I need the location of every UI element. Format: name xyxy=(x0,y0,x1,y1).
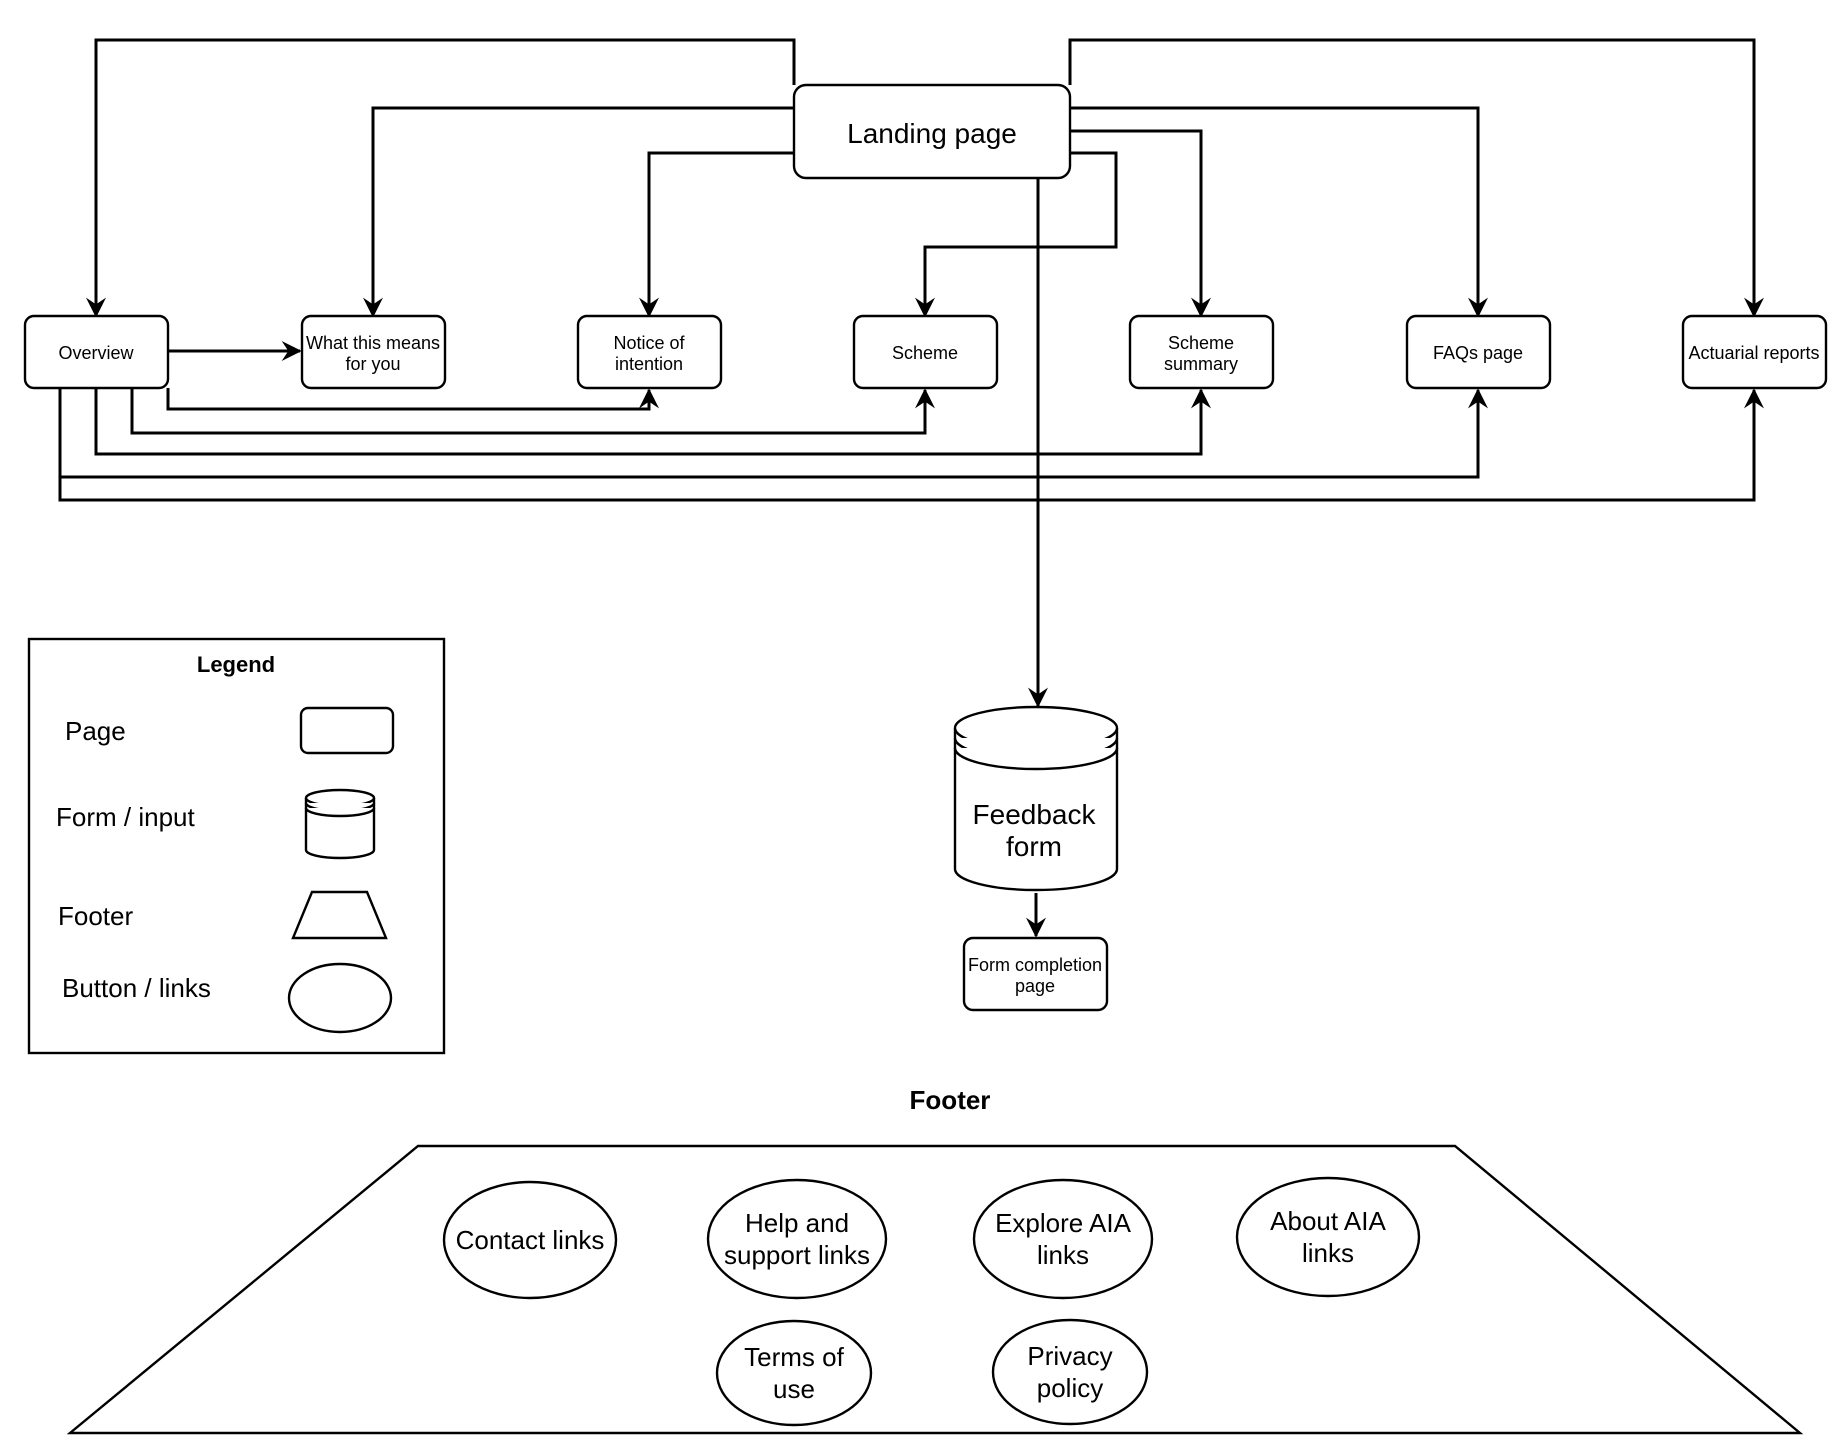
legend-form-label: Form / input xyxy=(56,802,195,832)
node-landing-page[interactable]: Landing page xyxy=(792,83,1072,180)
notice-label-line2: intention xyxy=(615,354,683,374)
what-means-label-line1: What this means xyxy=(306,333,440,353)
footer: Footer Contact links Help and support li… xyxy=(66,1085,1804,1435)
edge-landing-overview xyxy=(86,38,796,318)
node-notice-of-intention[interactable]: Notice of intention xyxy=(576,314,723,390)
legend-footer-shape xyxy=(291,890,388,940)
scheme-summary-label-line2: summary xyxy=(1164,354,1238,374)
footer-link-about-aia[interactable]: About AIA links xyxy=(1235,1176,1421,1298)
legend-title: Legend xyxy=(197,652,275,677)
edge-overview-faqs xyxy=(58,388,1488,479)
overview-label: Overview xyxy=(58,343,134,363)
edge-landing-actuarial xyxy=(1068,38,1764,318)
actuarial-label: Actuarial reports xyxy=(1688,343,1819,363)
footer-trapezoid xyxy=(66,1144,1804,1435)
notice-label-line1: Notice of xyxy=(613,333,685,353)
scheme-label: Scheme xyxy=(892,343,958,363)
footer-link-contact[interactable]: Contact links xyxy=(442,1180,618,1300)
edge-landing-what-means xyxy=(363,106,794,318)
legend-page-shape xyxy=(299,706,395,755)
edge-overview-scheme-summary xyxy=(94,388,1211,456)
edge-landing-scheme-summary xyxy=(1070,129,1211,318)
completion-label-line2: page xyxy=(1015,976,1055,996)
legend: Legend Page Form / input Footer Button /… xyxy=(27,637,446,1055)
node-actuarial-reports[interactable]: Actuarial reports xyxy=(1681,314,1828,390)
legend-form-shape xyxy=(304,788,376,860)
edge-landing-faqs xyxy=(1070,106,1488,318)
node-overview[interactable]: Overview xyxy=(23,314,170,390)
terms-label-line1: Terms of xyxy=(744,1342,844,1372)
node-what-this-means[interactable]: What this means for you xyxy=(300,314,447,390)
about-label-line1: About AIA xyxy=(1270,1206,1386,1236)
edge-overview-scheme xyxy=(130,388,935,435)
edge-landing-scheme xyxy=(915,151,1118,318)
about-label-line2: links xyxy=(1302,1238,1354,1268)
completion-label-line1: Form completion xyxy=(968,955,1102,975)
edges xyxy=(58,38,1764,938)
node-feedback-form[interactable]: Feedback form xyxy=(953,705,1119,892)
footer-title: Footer xyxy=(910,1085,991,1115)
legend-button-label: Button / links xyxy=(62,973,211,1003)
node-scheme-summary[interactable]: Scheme summary xyxy=(1128,314,1275,390)
footer-link-privacy-policy[interactable]: Privacy policy xyxy=(991,1318,1149,1426)
node-form-completion-page[interactable]: Form completion page xyxy=(962,936,1109,1012)
legend-page-label: Page xyxy=(65,716,126,746)
faqs-label: FAQs page xyxy=(1433,343,1523,363)
privacy-label-line1: Privacy xyxy=(1027,1341,1112,1371)
feedback-label-line2: form xyxy=(1006,831,1062,862)
node-scheme[interactable]: Scheme xyxy=(852,314,999,390)
help-label-line2: support links xyxy=(724,1240,870,1270)
privacy-label-line2: policy xyxy=(1037,1373,1103,1403)
edge-landing-notice xyxy=(639,151,794,318)
explore-label-line1: Explore AIA xyxy=(995,1208,1132,1238)
landing-page-label: Landing page xyxy=(847,118,1017,149)
footer-link-help-support[interactable]: Help and support links xyxy=(706,1178,888,1300)
legend-button-shape xyxy=(287,962,393,1034)
help-label-line1: Help and xyxy=(745,1208,849,1238)
what-means-label-line2: for you xyxy=(345,354,400,374)
node-faqs-page[interactable]: FAQs page xyxy=(1405,314,1552,390)
contact-links-label: Contact links xyxy=(456,1225,605,1255)
explore-label-line2: links xyxy=(1037,1240,1089,1270)
terms-label-line2: use xyxy=(773,1374,815,1404)
scheme-summary-label-line1: Scheme xyxy=(1168,333,1234,353)
edge-overview-actuarial xyxy=(58,388,1764,502)
edge-overview-notice xyxy=(166,388,659,411)
footer-link-terms-of-use[interactable]: Terms of use xyxy=(715,1319,873,1427)
footer-link-explore-aia[interactable]: Explore AIA links xyxy=(972,1178,1154,1300)
legend-footer-label: Footer xyxy=(58,901,133,931)
feedback-label-line1: Feedback xyxy=(973,799,1097,830)
